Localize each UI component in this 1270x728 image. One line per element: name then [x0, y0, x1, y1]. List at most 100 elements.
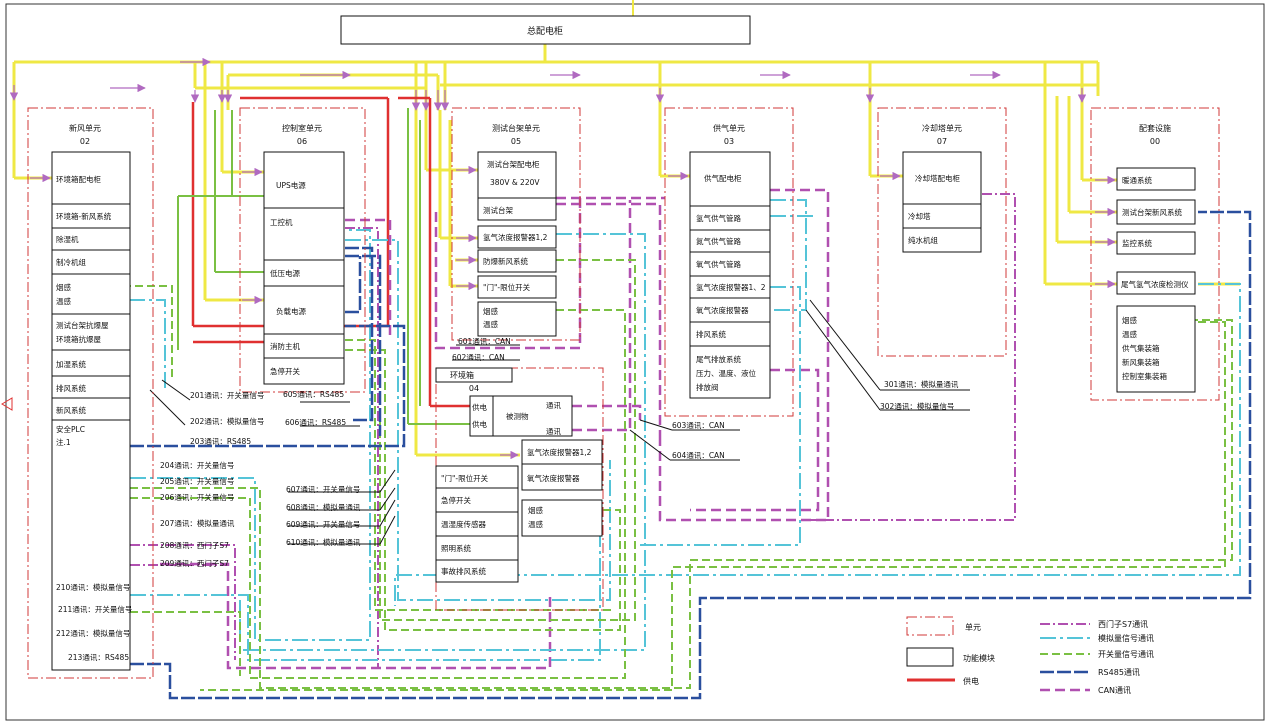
analog-lines: [75, 199, 1241, 661]
supply-module-4: 氢气浓度报警器1、2: [696, 282, 766, 292]
facility-module-7: 新风集装箱: [1122, 357, 1160, 367]
legend-unit-label: 单元: [965, 622, 981, 632]
env-module-13: 温感: [528, 519, 543, 529]
env-module-3: 通讯: [546, 400, 561, 410]
comm-label-610: 610通讯：模拟量通讯: [286, 537, 361, 547]
s7-lines: [130, 193, 1016, 668]
env-modules-frame: [435, 395, 603, 583]
env-title-box: [435, 367, 513, 383]
bench-module-5: "门"-限位开关: [483, 282, 531, 292]
env-module-4: 通讯: [546, 426, 561, 436]
comm-label-202: 202通讯：模拟量信号: [190, 416, 264, 426]
supply-module-3: 氧气供气管路: [696, 259, 741, 269]
control-module-5: 急停开关: [270, 366, 300, 376]
env-module-12: 烟感: [528, 505, 543, 515]
fresh-module-12: 注.1: [56, 437, 71, 447]
control-module-2: 低压电源: [270, 268, 300, 278]
comm-label-213: 213通讯：RS485: [68, 652, 129, 662]
env-module-5: 氢气浓度报警器1,2: [527, 447, 592, 457]
unit-control-code: 06: [297, 137, 307, 146]
bench-module-1: 380V & 220V: [490, 178, 540, 187]
fresh-module-10: 新风系统: [56, 405, 86, 415]
green-feeds: [177, 108, 470, 425]
facility-module-6: 供气集装箱: [1122, 343, 1160, 353]
control-module-0: UPS电源: [276, 180, 306, 190]
supply-module-8: 压力、温度、液位: [696, 368, 756, 378]
unit-facility-name: 配套设施: [1139, 123, 1171, 133]
legend-module-label: 功能模块: [963, 653, 995, 663]
bench-module-2: 测试台架: [483, 205, 513, 215]
comm-label-205: 205通讯：开关量信号: [160, 476, 234, 486]
fresh-modules-frame: [51, 151, 131, 671]
fresh-module-2: 除湿机: [56, 234, 79, 244]
env-module-11: 事故排风系统: [441, 566, 486, 576]
supply-module-0: 供气配电柜: [704, 173, 742, 183]
comm-label-605: 605通讯：RS485: [283, 389, 344, 399]
fresh-module-7: 环境箱抗爆屋: [56, 334, 101, 344]
unit-bench-code: 05: [511, 137, 521, 146]
comm-label-204: 204通讯：开关量信号: [160, 460, 234, 470]
main-distribution-label: 总配电柜: [527, 25, 563, 37]
cooling-module-0: 冷却塔配电柜: [915, 173, 960, 183]
legend-analog-label: 模拟量信号通讯: [1098, 633, 1154, 643]
control-module-3: 负载电源: [276, 306, 306, 316]
facility-module-1: 测试台架新风系统: [1122, 207, 1182, 217]
comm-label-609: 609通讯：开关量信号: [286, 519, 360, 529]
comm-label-302: 302通讯：模拟量信号: [880, 401, 954, 411]
fresh-module-6: 测试台架抗爆屋: [56, 320, 109, 330]
bench-modules-frame: [477, 151, 557, 337]
unit-cooling-name: 冷却塔单元: [922, 123, 962, 133]
supply-module-9: 排放阀: [696, 382, 719, 392]
comm-label-203: 203通讯：RS485: [190, 436, 251, 446]
fresh-module-5: 温感: [56, 296, 71, 306]
env-module-8: 急停开关: [441, 495, 471, 505]
facility-module-8: 控制室集装箱: [1122, 371, 1167, 381]
env-module-6: 氧气浓度报警器: [527, 473, 580, 483]
comm-label-208: 208通讯：西门子S7: [160, 540, 229, 550]
facility-module-5: 温感: [1122, 329, 1138, 339]
power-arrows: [9, 57, 1116, 460]
leader-lines: [149, 299, 970, 545]
comm-label-604: 604通讯：CAN: [672, 450, 725, 460]
bench-module-7: 温感: [483, 319, 498, 329]
page-arrow-left: [1, 397, 13, 411]
facility-module-3: 尾气氢气浓度检测仪: [1121, 279, 1189, 289]
legend-rs485-label: RS485通讯: [1098, 667, 1140, 677]
supply-module-2: 氮气供气管路: [696, 236, 741, 246]
cooling-modules-frame: [902, 151, 982, 253]
comm-label-601: 601通讯：CAN: [458, 336, 511, 346]
fresh-module-8: 加湿系统: [56, 359, 86, 369]
control-modules-frame: [263, 151, 345, 385]
control-module-4: 消防主机: [270, 341, 300, 351]
bench-module-3: 氢气浓度报警器1,2: [483, 232, 548, 242]
facility-module-4: 烟感: [1122, 315, 1138, 325]
env-module-7: "门"-限位开关: [441, 473, 489, 483]
facility-module-0: 暖通系统: [1122, 175, 1152, 185]
fresh-module-4: 烟感: [56, 282, 71, 292]
unit-cooling-code: 07: [937, 137, 947, 146]
comm-label-209: 209通讯：西门子S7: [160, 558, 229, 568]
unit-fresh-code: 02: [80, 137, 90, 146]
facility-modules-frame: [1116, 167, 1196, 393]
env-module-0: 供电: [472, 402, 487, 412]
supply-modules-frame: [689, 151, 771, 399]
control-module-1: 工控机: [270, 217, 293, 227]
comm-label-607: 607通讯：开关量信号: [286, 484, 360, 494]
unit-env-code: 04: [469, 384, 479, 393]
bench-module-4: 防爆新风系统: [483, 256, 528, 266]
rs485-lines: [130, 210, 1252, 700]
supply-module-5: 氧气浓度报警器: [696, 305, 749, 315]
legend-s7-label: 西门子S7通讯: [1098, 619, 1148, 629]
unit-facility-code: 00: [1150, 137, 1160, 146]
comm-label-606: 606通讯：RS485: [285, 417, 346, 427]
supply-module-1: 氢气供气管路: [696, 213, 741, 223]
legend-can-label: CAN通讯: [1098, 685, 1131, 695]
fresh-module-11: 安全PLC: [56, 424, 85, 434]
fresh-module-9: 排风系统: [56, 383, 86, 393]
unit-control-name: 控制室单元: [282, 123, 322, 133]
unit-bench-name: 测试台架单元: [492, 123, 540, 133]
cooling-module-1: 冷却塔: [908, 211, 931, 221]
comm-label-212: 212通讯：模拟量信号: [56, 628, 130, 638]
comm-label-603: 603通讯：CAN: [672, 420, 725, 430]
